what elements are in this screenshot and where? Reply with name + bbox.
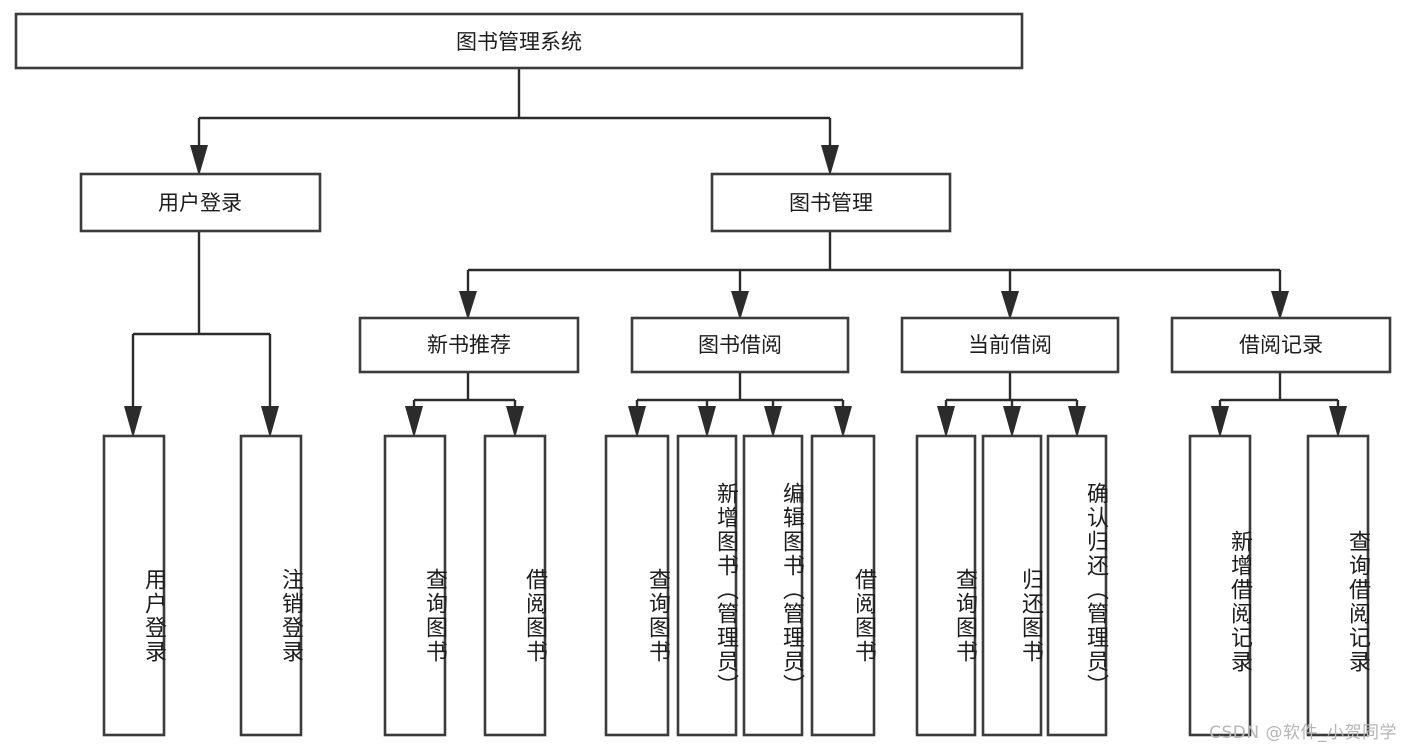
arrowhead-icon: [1003, 406, 1021, 438]
arrowhead-icon: [834, 406, 852, 438]
arrowhead-icon: [506, 406, 524, 438]
node-root[interactable]: 图书管理系统: [14, 12, 1024, 70]
leaf-box-edit-book[interactable]: [742, 434, 804, 737]
leaf-box-borrow-book-a[interactable]: [483, 434, 547, 737]
leaf-box-return-book[interactable]: [981, 434, 1043, 737]
arrowhead-icon: [405, 406, 423, 438]
arrowhead-layer: [124, 145, 1347, 438]
arrowhead-icon: [764, 406, 782, 438]
arrowhead-icon: [1001, 291, 1019, 320]
arrowhead-icon: [628, 406, 646, 438]
node-book-borrow-box[interactable]: [630, 316, 850, 374]
node-new-book-recommend[interactable]: 新书推荐: [358, 316, 580, 374]
node-user-login-label: 用户登录: [158, 191, 242, 215]
node-user-login[interactable]: 用户登录: [79, 172, 322, 233]
node-current-borrow-label: 当前借阅: [968, 333, 1052, 357]
arrowhead-icon: [459, 291, 477, 320]
node-root-box[interactable]: [14, 12, 1024, 70]
node-user-login-box[interactable]: [79, 172, 322, 233]
leaf-box-borrow-book-b[interactable]: [810, 434, 876, 737]
arrowhead-icon: [124, 406, 142, 438]
arrowhead-icon: [821, 145, 839, 176]
node-new-book-recommend-label: 新书推荐: [427, 333, 511, 357]
leaf-box-user-login[interactable]: [102, 434, 166, 737]
leaf-box-query-book-c[interactable]: [915, 434, 977, 737]
arrowhead-icon: [1068, 406, 1086, 438]
node-borrow-record-box[interactable]: [1170, 316, 1392, 374]
arrowhead-icon: [1329, 406, 1347, 438]
leaf-box-query-record[interactable]: [1306, 434, 1370, 737]
leaf-box-add-book[interactable]: [676, 434, 738, 737]
leaf-box-logout[interactable]: [239, 434, 303, 737]
node-book-borrow-label: 图书借阅: [698, 333, 782, 357]
leaf-box-query-book-a[interactable]: [383, 434, 447, 737]
arrowhead-icon: [261, 406, 279, 438]
leaf-box-query-book-b[interactable]: [604, 434, 670, 737]
node-root-label: 图书管理系统: [456, 30, 582, 54]
node-current-borrow[interactable]: 当前借阅: [900, 316, 1120, 374]
leaf-box-add-record[interactable]: [1188, 434, 1252, 737]
arrowhead-icon: [731, 291, 749, 320]
node-current-borrow-box[interactable]: [900, 316, 1120, 374]
leaf-box-confirm-return[interactable]: [1046, 434, 1108, 737]
arrowhead-icon: [1211, 406, 1229, 438]
arrowhead-icon: [698, 406, 716, 438]
node-book-management-box[interactable]: [710, 172, 952, 233]
node-new-book-recommend-box[interactable]: [358, 316, 580, 374]
arrowhead-icon: [937, 406, 955, 438]
leaf-box-layer[interactable]: [102, 434, 1370, 737]
arrowhead-icon: [1271, 291, 1289, 320]
node-book-management-label: 图书管理: [789, 191, 873, 215]
node-book-borrow[interactable]: 图书借阅: [630, 316, 850, 374]
csdn-watermark: CSDN @软件_小贺同学: [1209, 723, 1397, 743]
node-book-management[interactable]: 图书管理: [710, 172, 952, 233]
node-borrow-record[interactable]: 借阅记录: [1170, 316, 1392, 374]
node-borrow-record-label: 借阅记录: [1239, 333, 1323, 357]
arrowhead-icon: [190, 145, 208, 176]
